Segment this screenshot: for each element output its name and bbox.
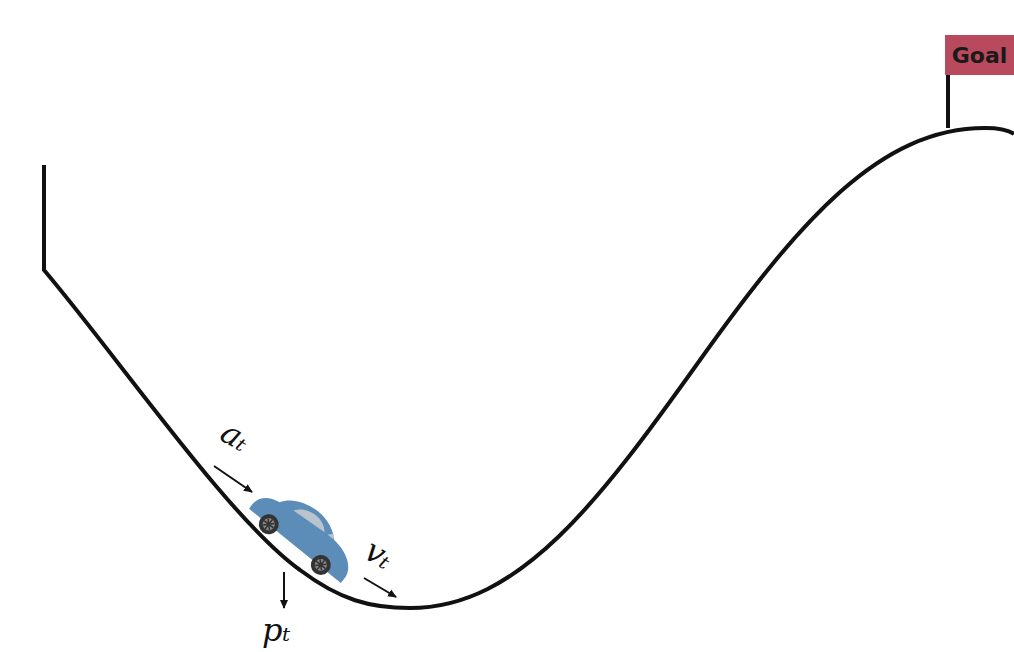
flag-pole xyxy=(946,74,950,128)
variable-label: aₜ xyxy=(216,415,255,456)
hill-curve xyxy=(44,128,1014,608)
position-arrow xyxy=(283,572,285,608)
car xyxy=(243,477,367,590)
flag-text: Goal xyxy=(952,43,1008,68)
goal-flag: Goal xyxy=(945,35,1014,75)
variable-label: pₜ xyxy=(262,614,290,646)
velocity-arrow xyxy=(364,578,396,597)
variable-label: vₜ xyxy=(360,534,398,575)
acceleration-arrow xyxy=(214,466,252,492)
